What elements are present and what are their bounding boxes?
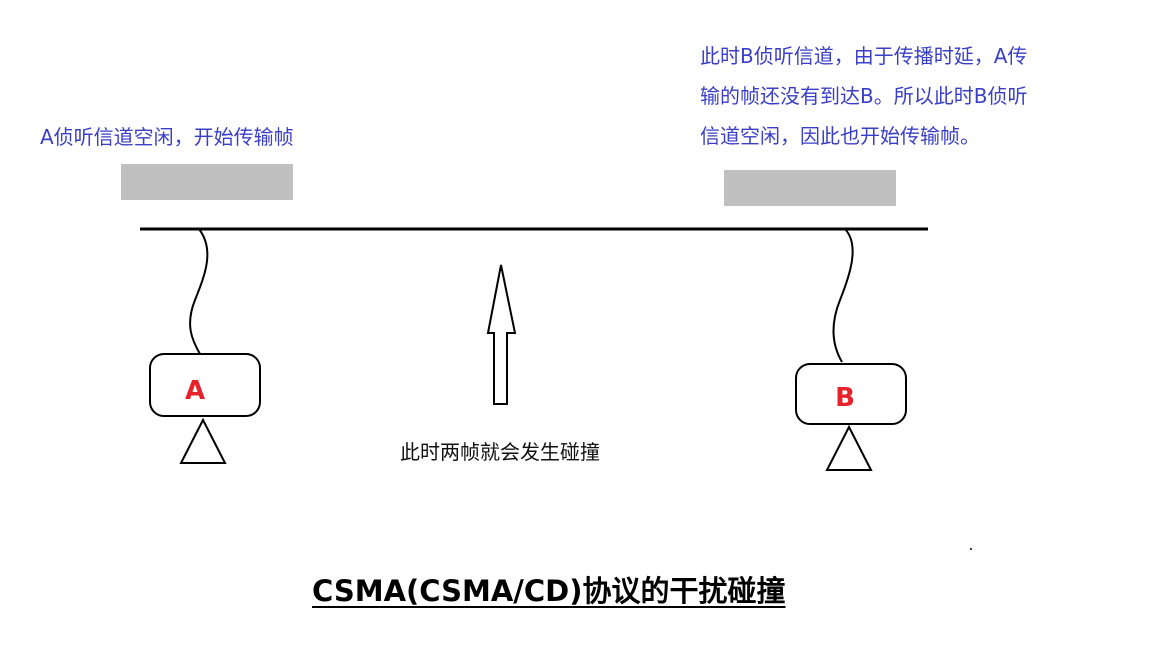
station-b-box <box>795 363 907 425</box>
station-b-label: B <box>835 383 855 413</box>
collision-note: 此时两帧就会发生碰撞 <box>400 440 600 464</box>
note-b-line-1: 此时B侦听信道，由于传播时延，A传 <box>700 44 1028 68</box>
frame-b-bar <box>724 170 896 206</box>
collision-arrow-icon <box>486 264 517 405</box>
cable-b <box>832 228 854 363</box>
station-a-box <box>149 353 261 417</box>
note-b-line-2: 输的帧还没有到达B。所以此时B侦听 <box>700 84 1028 108</box>
station-a-label: A <box>185 376 205 406</box>
station-b-base-icon <box>825 424 873 471</box>
station-a-base-icon <box>179 417 227 464</box>
frame-a-bar <box>121 164 293 200</box>
stray-dot <box>970 548 972 550</box>
cable-a <box>189 228 209 355</box>
note-b-line-3: 信道空闲，因此也开始传输帧。 <box>700 124 980 148</box>
note-station-a: A侦听信道空闲，开始传输帧 <box>40 125 294 149</box>
diagram-title: CSMA(CSMA/CD)协议的干扰碰撞 <box>312 574 786 608</box>
note-station-b: 此时B侦听信道，由于传播时延，A传 输的帧还没有到达B。所以此时B侦听 信道空闲… <box>700 36 1027 156</box>
